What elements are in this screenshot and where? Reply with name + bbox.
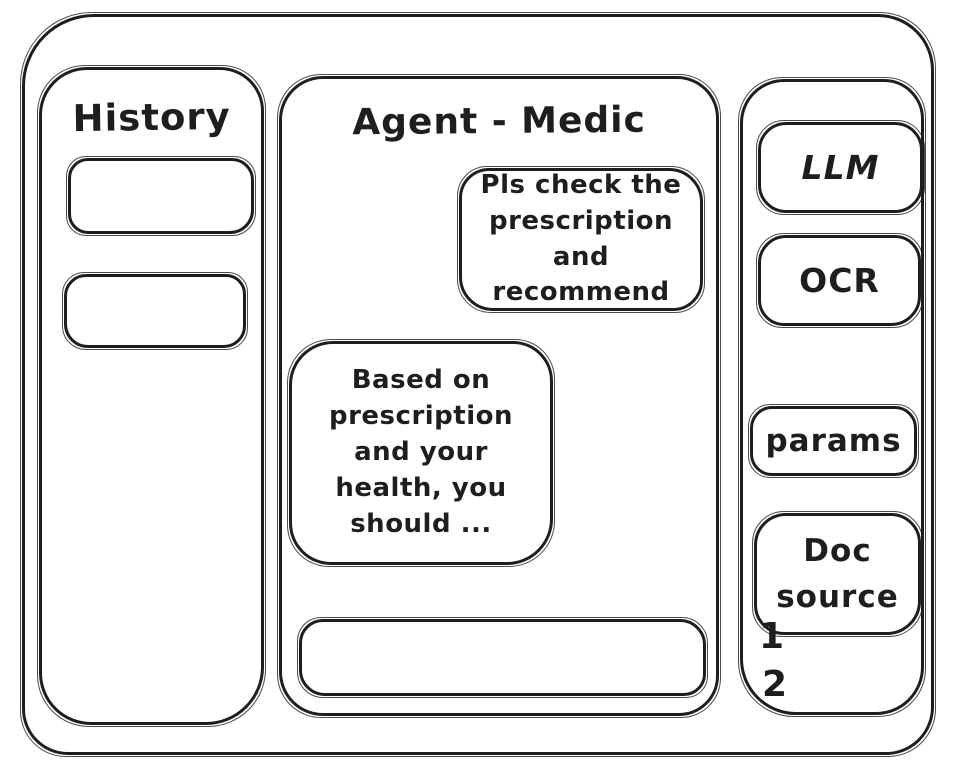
chat-title: Agent - Medic (352, 99, 647, 144)
step-label-1: 1 (759, 616, 785, 657)
assistant-message-bubble: Based on prescription and your health, y… (287, 339, 555, 567)
params-button[interactable]: params (748, 404, 919, 478)
user-message-bubble: Pls check the prescription and recommend (457, 166, 705, 313)
message-input[interactable] (302, 622, 703, 693)
step-label-2: 2 (762, 664, 788, 705)
history-item[interactable] (66, 156, 256, 236)
tools-panel: LLM OCR params Doc source 1 2 (738, 77, 926, 717)
llm-button[interactable]: LLM (756, 120, 925, 215)
message-input-box[interactable] (297, 617, 708, 698)
history-panel: History (37, 65, 266, 727)
history-title: History (72, 94, 232, 141)
chat-panel: Agent - Medic Pls check the prescription… (277, 74, 721, 718)
history-item[interactable] (62, 272, 248, 350)
app-frame: History Agent - Medic Pls check the pres… (20, 12, 936, 757)
ocr-button[interactable]: OCR (756, 233, 923, 328)
